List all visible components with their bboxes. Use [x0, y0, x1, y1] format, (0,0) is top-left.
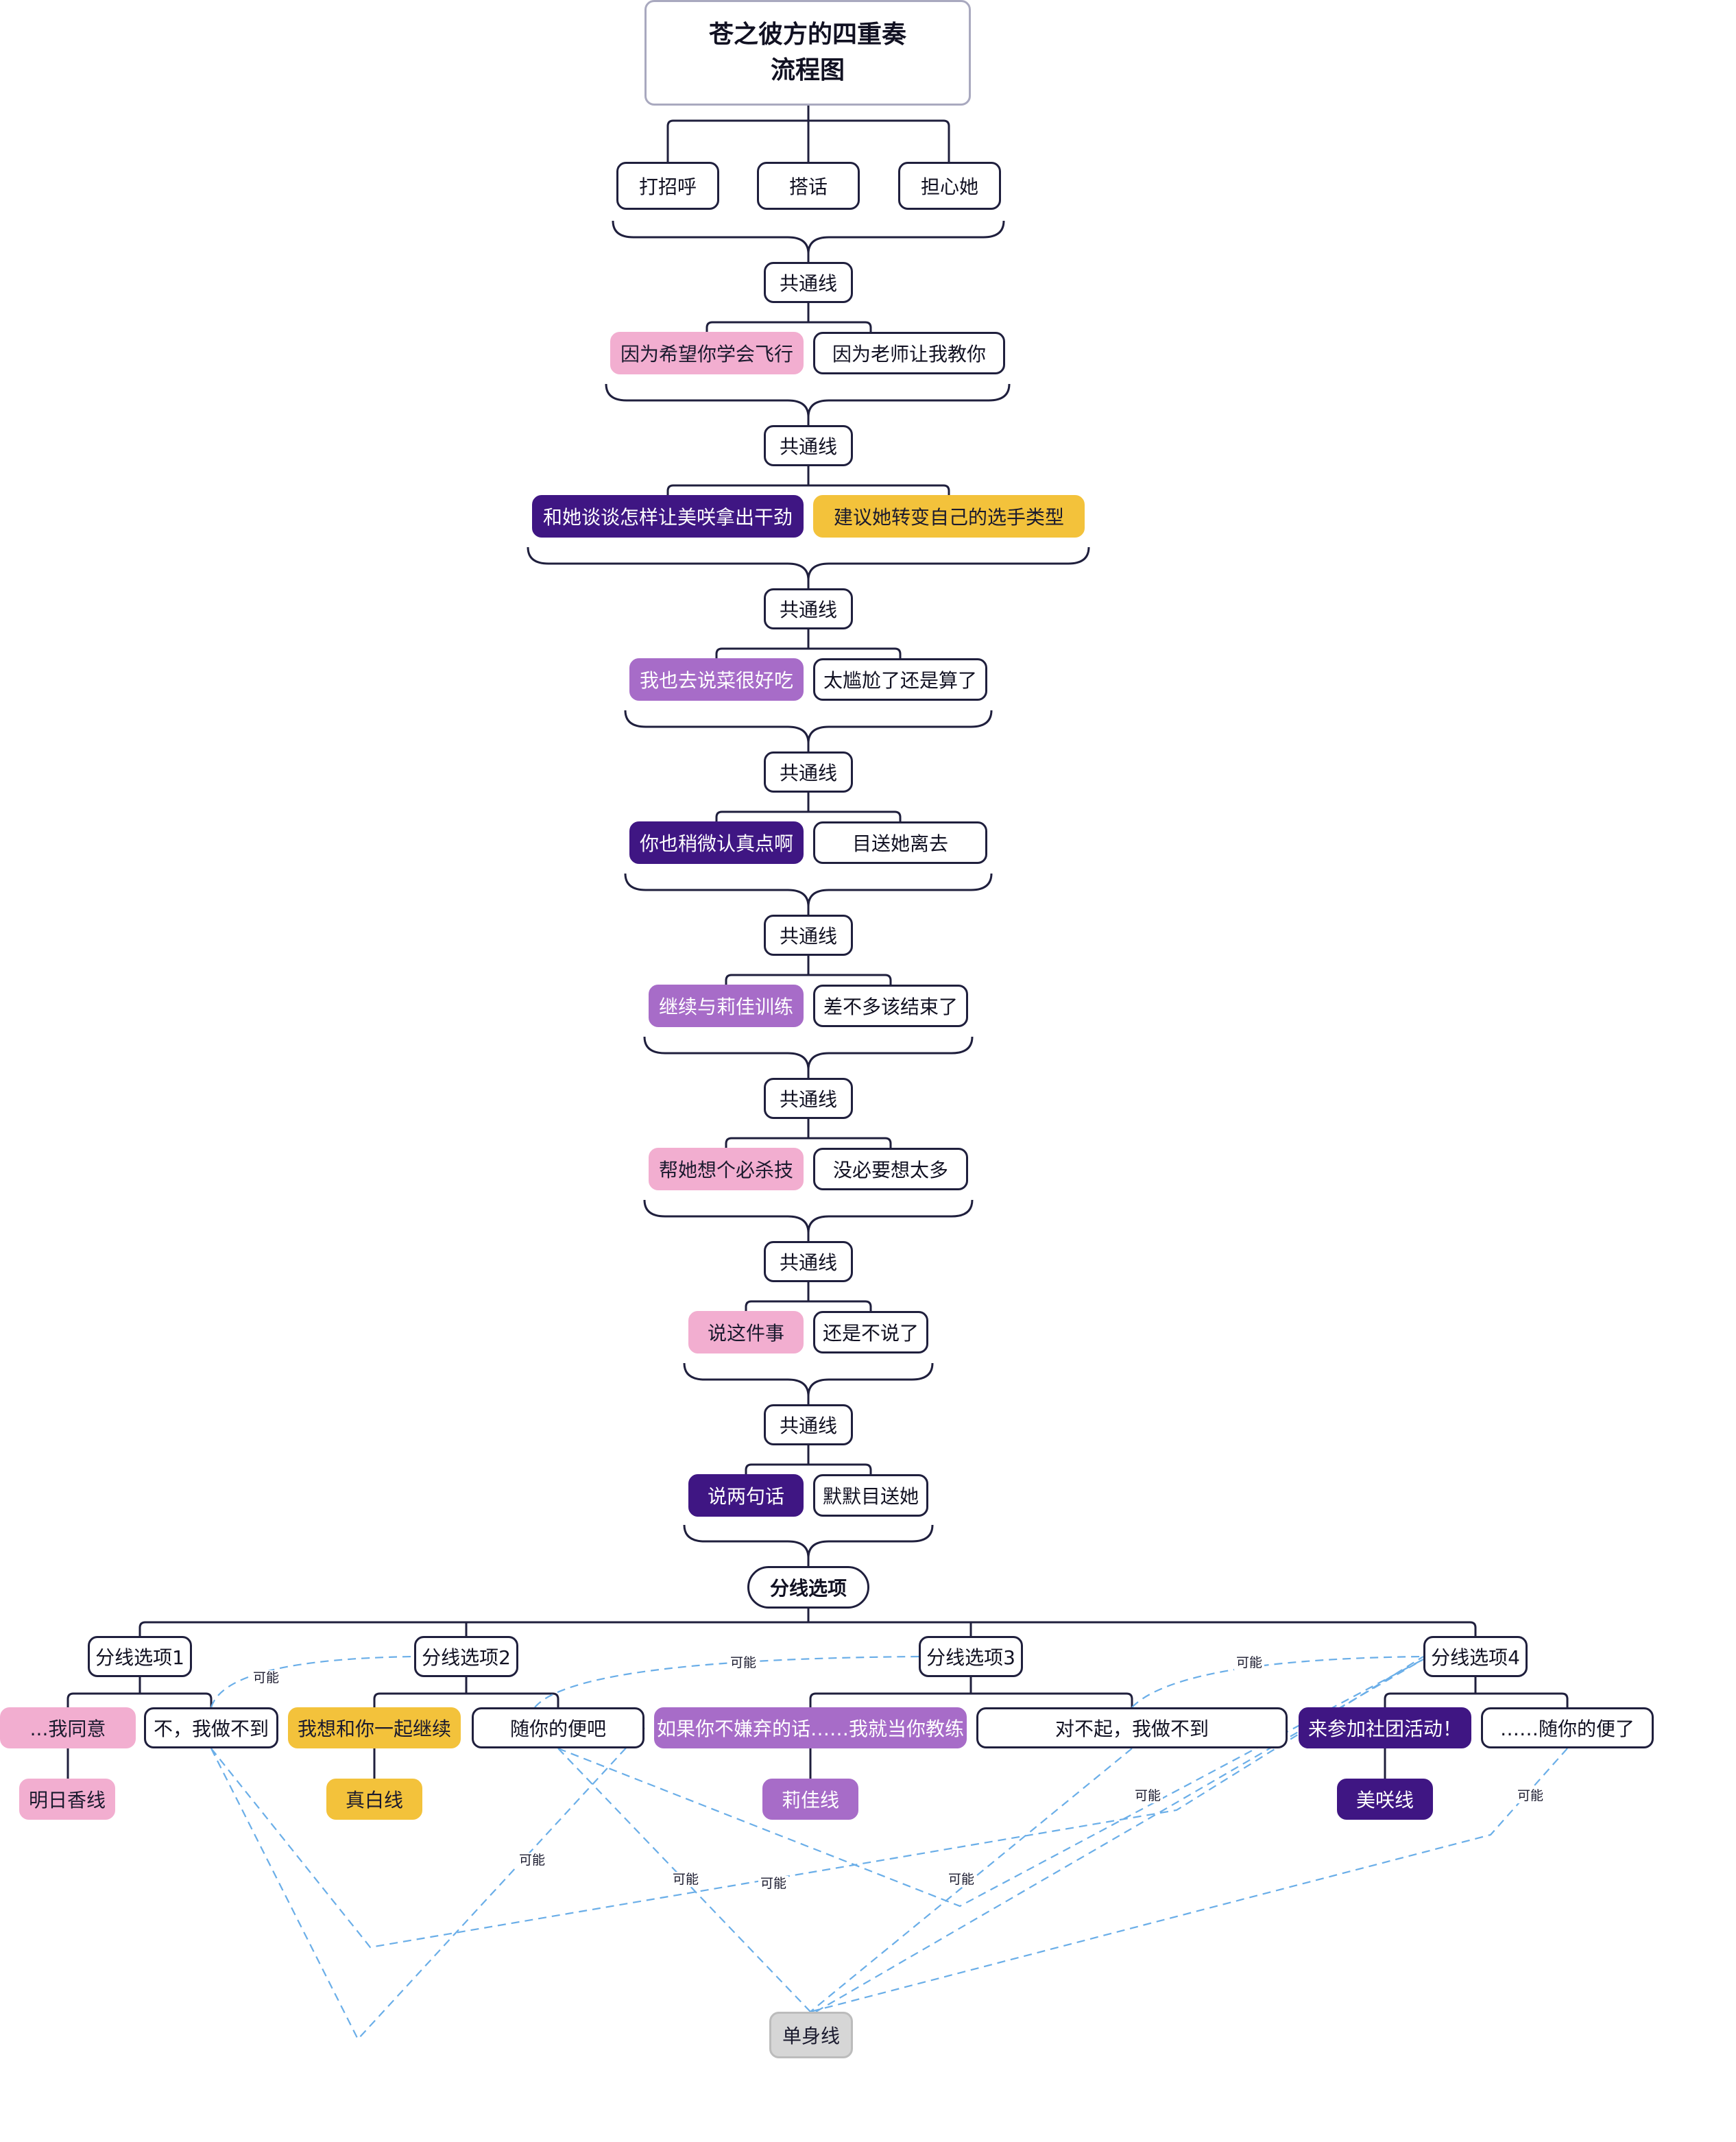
maybe-tag: 可能 — [728, 1655, 759, 1670]
title-line-2: 流程图 — [770, 56, 845, 84]
merge-brace — [683, 1524, 934, 1559]
branch-2-option-a: 我想和你一起继续 — [288, 1707, 461, 1748]
choice-4-option-a: 我也去说菜很好吃 — [629, 658, 804, 701]
choice-3-option-b: 建议她转变自己的选手类型 — [813, 495, 1085, 538]
common-route-node: 共通线 — [764, 915, 853, 956]
common-route-node: 共通线 — [764, 262, 853, 303]
possible-link — [815, 1659, 1424, 2012]
route-mashiro: 真白线 — [326, 1779, 422, 1820]
common-route-node: 共通线 — [764, 1078, 853, 1119]
choice-6-option-b: 差不多该结束了 — [813, 985, 968, 1027]
choice-7-option-a: 帮她想个必杀技 — [649, 1148, 804, 1190]
common-route-node: 共通线 — [764, 751, 853, 793]
merge-brace — [612, 220, 1005, 254]
merge-brace — [527, 546, 1090, 581]
branch-3-node: 分线选项3 — [919, 1636, 1023, 1677]
choice-9-option-a: 说两句话 — [688, 1474, 804, 1517]
possible-link — [810, 1748, 1568, 2013]
branch-hub-node: 分线选项 — [747, 1566, 869, 1609]
tree-connector — [715, 629, 902, 658]
tree-connector — [715, 793, 902, 821]
branch-4-option-b: ……随你的便了 — [1481, 1707, 1654, 1748]
route-misaki: 美咲线 — [1337, 1779, 1433, 1820]
maybe-tag: 可能 — [1234, 1655, 1265, 1670]
choice-1-option-worry: 担心她 — [898, 162, 1001, 210]
choice-1-option-talk: 搭话 — [757, 162, 860, 210]
possible-link — [210, 1655, 415, 1708]
branch-1-option-a: ...我同意 — [0, 1707, 136, 1748]
tree-connector — [67, 1677, 213, 1707]
maybe-tag: 可能 — [671, 1872, 701, 1887]
branch-4-node: 分线选项4 — [1423, 1636, 1528, 1677]
title-line-1: 苍之彼方的四重奏 — [708, 21, 906, 49]
branch-3-option-b: 对不起，我做不到 — [976, 1707, 1288, 1748]
possible-link — [534, 1655, 919, 1708]
choice-2-option-b: 因为老师让我教你 — [813, 332, 1005, 374]
choice-9-option-b: 默默目送她 — [813, 1474, 928, 1517]
tree-connector — [809, 1677, 1133, 1707]
branch-4-option-a: 来参加社团活动！ — [1299, 1707, 1471, 1748]
tree-connector — [138, 1609, 1477, 1636]
branch-2-node: 分线选项2 — [414, 1636, 518, 1677]
common-route-node: 共通线 — [764, 588, 853, 629]
maybe-tag: 可能 — [517, 1853, 548, 1868]
branch-1-node: 分线选项1 — [88, 1636, 192, 1677]
tree-connector — [666, 106, 950, 162]
possible-link — [1131, 1655, 1424, 1708]
choice-4-option-b: 太尴尬了还是算了 — [813, 658, 987, 701]
title-node: 苍之彼方的四重奏 流程图 — [644, 0, 971, 106]
route-asuka: 明日香线 — [19, 1779, 115, 1820]
choice-6-option-a: 继续与莉佳训练 — [649, 985, 804, 1027]
tree-connector — [725, 1119, 892, 1148]
route-rika: 莉佳线 — [762, 1779, 858, 1820]
possible-link — [210, 1727, 645, 2041]
common-route-node: 共通线 — [764, 1404, 853, 1445]
branch-2-option-b: 随你的便吧 — [472, 1707, 644, 1748]
choice-5-option-a: 你也稍微认真点啊 — [629, 821, 804, 864]
tree-connector — [706, 303, 872, 332]
common-route-node: 共通线 — [764, 425, 853, 466]
tree-connector — [373, 1677, 559, 1707]
choice-2-option-a: 因为希望你学会飞行 — [610, 332, 804, 374]
route-single: 单身线 — [769, 2012, 853, 2058]
choice-1-option-greet: 打招呼 — [616, 162, 719, 210]
choice-8-option-b: 还是不说了 — [813, 1311, 928, 1353]
branch-1-option-b: 不，我做不到 — [144, 1707, 278, 1748]
tree-connector — [666, 466, 950, 495]
maybe-tag: 可能 — [1133, 1788, 1164, 1803]
choice-3-option-a: 和她谈谈怎样让美咲拿出干劲 — [532, 495, 804, 538]
choice-7-option-b: 没必要想太多 — [813, 1148, 968, 1190]
merge-brace — [624, 873, 993, 907]
merge-brace — [624, 710, 993, 744]
maybe-tag: 可能 — [946, 1872, 977, 1887]
tree-connector — [725, 956, 892, 985]
choice-5-option-b: 目送她离去 — [813, 821, 987, 864]
merge-brace — [605, 383, 1011, 418]
tree-connector — [1384, 1677, 1569, 1707]
possible-link — [557, 1659, 1424, 1908]
branch-3-option-a: 如果你不嫌弃的话……我就当你教练 — [654, 1707, 967, 1748]
maybe-tag: 可能 — [758, 1876, 789, 1891]
merge-brace — [683, 1362, 934, 1397]
choice-8-option-a: 说这件事 — [688, 1311, 804, 1353]
tree-connector — [745, 1282, 872, 1311]
tree-connector — [745, 1445, 872, 1474]
maybe-tag: 可能 — [1515, 1788, 1546, 1803]
maybe-tag: 可能 — [251, 1670, 282, 1685]
merge-brace — [643, 1199, 974, 1234]
common-route-node: 共通线 — [764, 1241, 853, 1282]
merge-brace — [643, 1036, 974, 1070]
